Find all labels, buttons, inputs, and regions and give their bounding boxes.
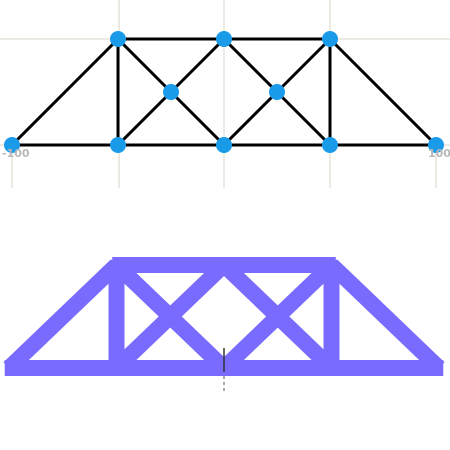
truss-node-t1	[110, 31, 126, 47]
truss-member-m1-t2	[169, 37, 226, 94]
truss-node-b4	[322, 137, 338, 153]
truss-node-b2	[110, 137, 126, 153]
truss-member-t2-m2	[222, 37, 279, 94]
background-grid	[0, 0, 450, 188]
truss-member-b5-t3	[328, 37, 438, 147]
truss-member-b1-t1	[10, 37, 120, 147]
truss-node-b3	[216, 137, 232, 153]
truss-member-m1-b3	[169, 90, 226, 147]
truss-member-t1-m1	[116, 37, 173, 94]
solid-right-end-diagonal	[325, 259, 445, 374]
truss-member-m2-b4	[275, 90, 332, 147]
solid-brace-2	[110, 259, 230, 374]
truss-nodes	[4, 31, 444, 153]
axis-label-right: 100	[428, 147, 450, 160]
truss-node-m1	[163, 84, 179, 100]
truss-node-m2	[269, 84, 285, 100]
truss-node-b5	[428, 137, 444, 153]
truss-node-b1	[4, 137, 20, 153]
solid-left-end-diagonal	[3, 259, 123, 374]
axis-label-left: -100	[2, 147, 30, 160]
truss-member-b3-m2	[222, 90, 279, 147]
truss-member-m2-t3	[275, 37, 332, 94]
truss-members	[10, 37, 438, 147]
truss-member-b2-m1	[116, 90, 173, 147]
truss-node-t2	[216, 31, 232, 47]
truss-node-t3	[322, 31, 338, 47]
solid-brace-4	[218, 259, 338, 374]
